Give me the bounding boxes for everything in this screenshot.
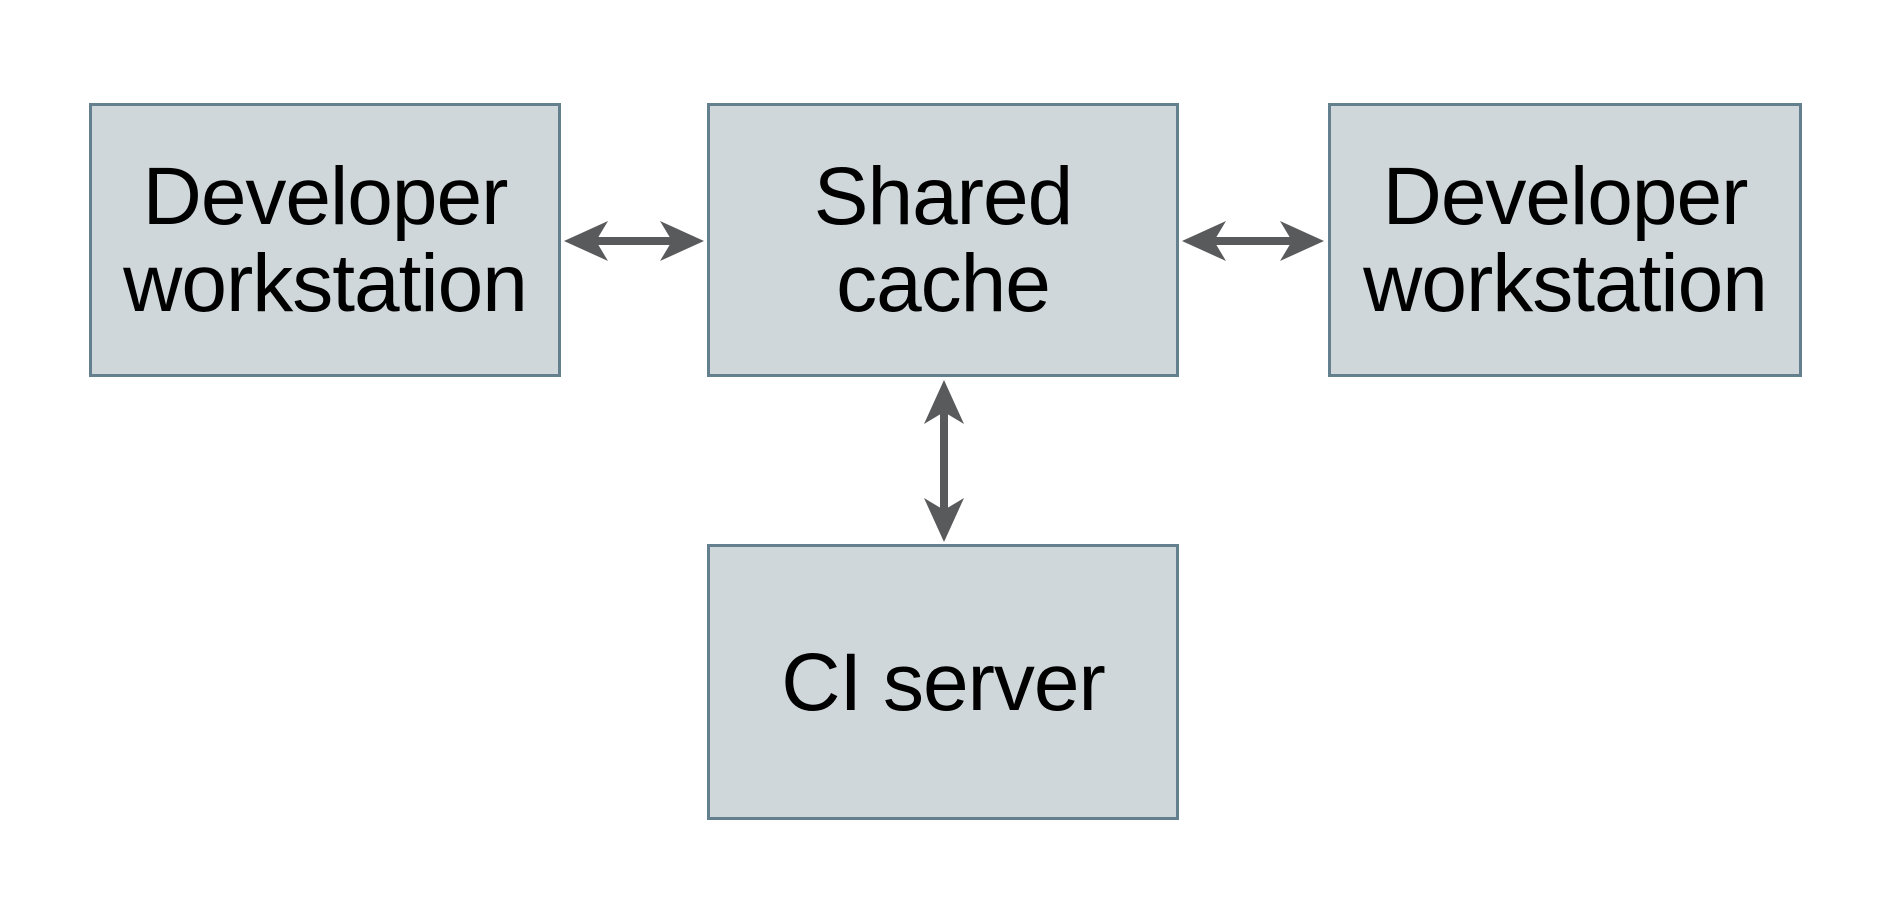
node-label: CI server (781, 636, 1106, 728)
node-label-line: Developer (142, 151, 509, 242)
arrow-shared-cache-ci-server (924, 380, 964, 542)
node-label: Developer workstation (123, 151, 528, 329)
arrow-shared-cache-right-workstation (1182, 221, 1324, 261)
node-label: Shared cache (813, 151, 1073, 329)
node-label-line: workstation (1363, 238, 1768, 329)
node-label-line: workstation (123, 238, 528, 329)
arrow-left-workstation-shared-cache (564, 221, 704, 261)
node-ci-server: CI server (707, 544, 1179, 820)
node-developer-workstation-left: Developer workstation (89, 103, 561, 377)
node-label-line: cache (836, 238, 1051, 329)
node-label: Developer workstation (1363, 151, 1768, 329)
node-developer-workstation-right: Developer workstation (1328, 103, 1802, 377)
node-shared-cache: Shared cache (707, 103, 1179, 377)
node-label-line: Shared (813, 151, 1073, 242)
node-label-line: Developer (1382, 151, 1749, 242)
node-label-line: CI server (781, 636, 1106, 728)
